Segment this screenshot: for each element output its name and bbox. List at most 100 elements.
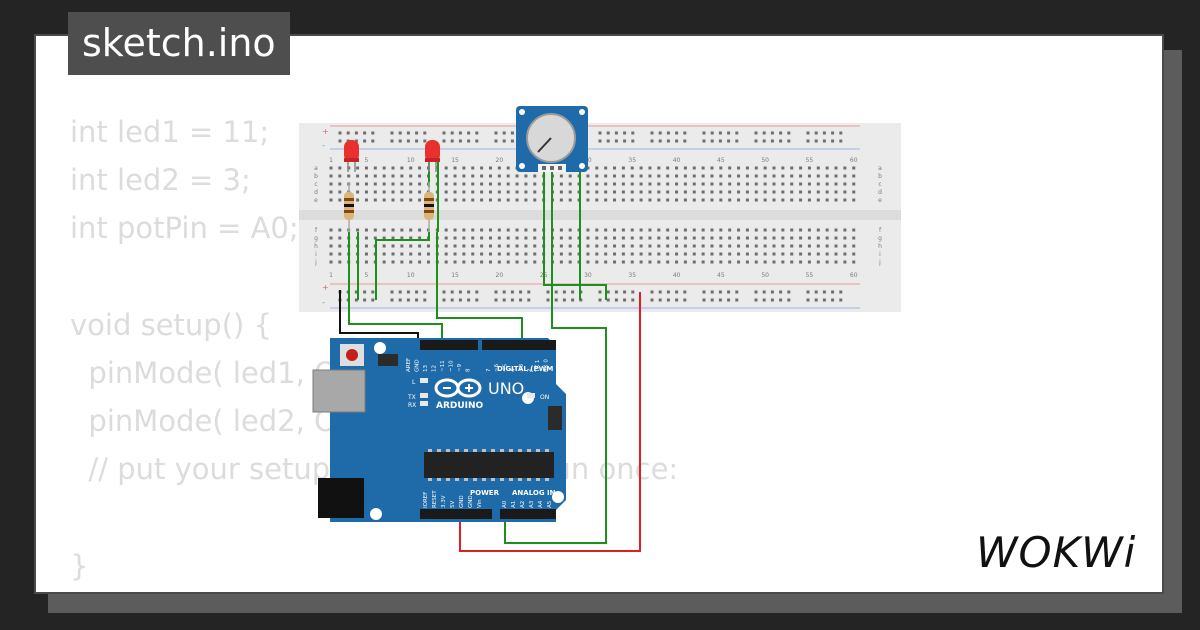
pin-label: ~3 (519, 363, 525, 372)
column-number: 15 (451, 272, 459, 279)
column-number: 30 (584, 157, 592, 164)
row-letter: a (314, 165, 318, 172)
file-tab-sketch[interactable]: sketch.ino (68, 12, 290, 75)
pin-label: A3 (529, 500, 535, 508)
row-letter: d (314, 189, 318, 196)
pin-label: A5 (547, 500, 553, 508)
rail-plus-label: + (322, 127, 329, 136)
column-number: 35 (628, 272, 636, 279)
pin-label: 12 (432, 365, 438, 372)
column-number: 10 (407, 157, 415, 164)
pin-label: ~9 (457, 363, 463, 372)
wire-pot-gnd (543, 172, 607, 300)
pin-label: GND (415, 359, 421, 372)
code-line: int led2 = 3; (70, 163, 251, 198)
led-2[interactable] (425, 140, 440, 172)
column-number: 20 (496, 157, 504, 164)
row-letter: b (314, 173, 318, 180)
pin-label: 5V (450, 501, 456, 508)
row-letter: c (314, 181, 317, 188)
wokwi-logo: WOKWi (976, 528, 1136, 577)
column-number: 60 (850, 272, 858, 279)
pin-label: 2 (527, 369, 533, 373)
wire-led1-pin11 (348, 232, 443, 345)
digital-header-right (482, 340, 556, 350)
pin-label: 7 (486, 368, 492, 372)
row-letter: f (315, 227, 318, 234)
pin-label: A1 (511, 501, 517, 508)
breadboard-center-channel (299, 210, 901, 220)
row-letter: f (879, 227, 882, 234)
column-number: 55 (806, 157, 814, 164)
pin-label: 4 (511, 368, 517, 372)
column-number: 50 (761, 272, 769, 279)
rail-minus-label: - (322, 298, 325, 307)
microcontroller-chip (424, 452, 554, 478)
column-number: 10 (407, 272, 415, 279)
row-letter: j (314, 259, 317, 266)
column-number: 15 (451, 157, 459, 164)
pin-label: ~11 (440, 360, 446, 372)
wire-5v (459, 292, 641, 552)
analog-header (500, 509, 556, 519)
brand-label: ARDUINO (436, 401, 484, 411)
resistor-2[interactable] (424, 182, 434, 232)
led-body (425, 140, 440, 162)
row-letter: h (314, 243, 318, 250)
row-letter: g (878, 235, 882, 242)
column-number: 1 (329, 157, 333, 164)
column-number: 45 (717, 157, 725, 164)
row-letter: b (878, 173, 882, 180)
column-number: 40 (673, 272, 681, 279)
pin-label: A4 (538, 500, 544, 508)
led-label-on: ON (540, 394, 549, 401)
column-number: 20 (496, 272, 504, 279)
column-number: 60 (850, 157, 858, 164)
wire-pot-signal-a0 (504, 172, 607, 544)
power-header-label: POWER (470, 489, 500, 497)
pin-label: ~5 (502, 363, 508, 372)
pin-label: 3.3V (441, 495, 447, 508)
pin-label: ~10 (449, 360, 455, 372)
row-letter: e (314, 197, 318, 204)
row-letter: e (878, 197, 882, 204)
pin-label: AREF (406, 358, 412, 372)
usb-port (312, 369, 366, 413)
pin-label: ~6 (494, 363, 500, 372)
pin-label: A2 (520, 501, 526, 508)
column-number: 30 (584, 272, 592, 279)
column-number: 45 (717, 272, 725, 279)
potentiometer[interactable] (516, 106, 588, 172)
led-label-l: L (412, 379, 416, 386)
power-header (420, 509, 492, 519)
resistor-1[interactable] (344, 182, 354, 232)
pin-label: TX 1 (535, 360, 541, 373)
column-number: 55 (806, 272, 814, 279)
column-number: 35 (628, 157, 636, 164)
model-label: UNO (488, 379, 524, 398)
code-line: int led1 = 11; (70, 115, 270, 149)
digital-header-left (420, 340, 478, 350)
column-number: 40 (673, 157, 681, 164)
code-line: } (70, 548, 89, 583)
row-letter: h (878, 243, 882, 250)
power-jack (318, 478, 364, 518)
pin-label: RESET (432, 490, 438, 508)
wire-led2-ground (375, 232, 430, 300)
digital-header-label: DIGITAL (PWM ~) (497, 365, 565, 373)
breadboard: + - + - 11551010151520202525303035354040… (299, 123, 901, 312)
row-letter: i (315, 251, 317, 258)
code-line: int potPin = A0; (70, 211, 299, 246)
arduino-logo (434, 378, 482, 398)
pin-label: A0 (502, 500, 508, 508)
led-1[interactable] (344, 140, 359, 172)
led-label-tx: TX (407, 394, 416, 401)
pin-label: Vin (477, 499, 483, 508)
row-letter: c (878, 181, 881, 188)
analog-header-label: ANALOG IN (512, 489, 556, 497)
column-number: 1 (329, 272, 333, 279)
pin-label: GND (468, 495, 474, 508)
